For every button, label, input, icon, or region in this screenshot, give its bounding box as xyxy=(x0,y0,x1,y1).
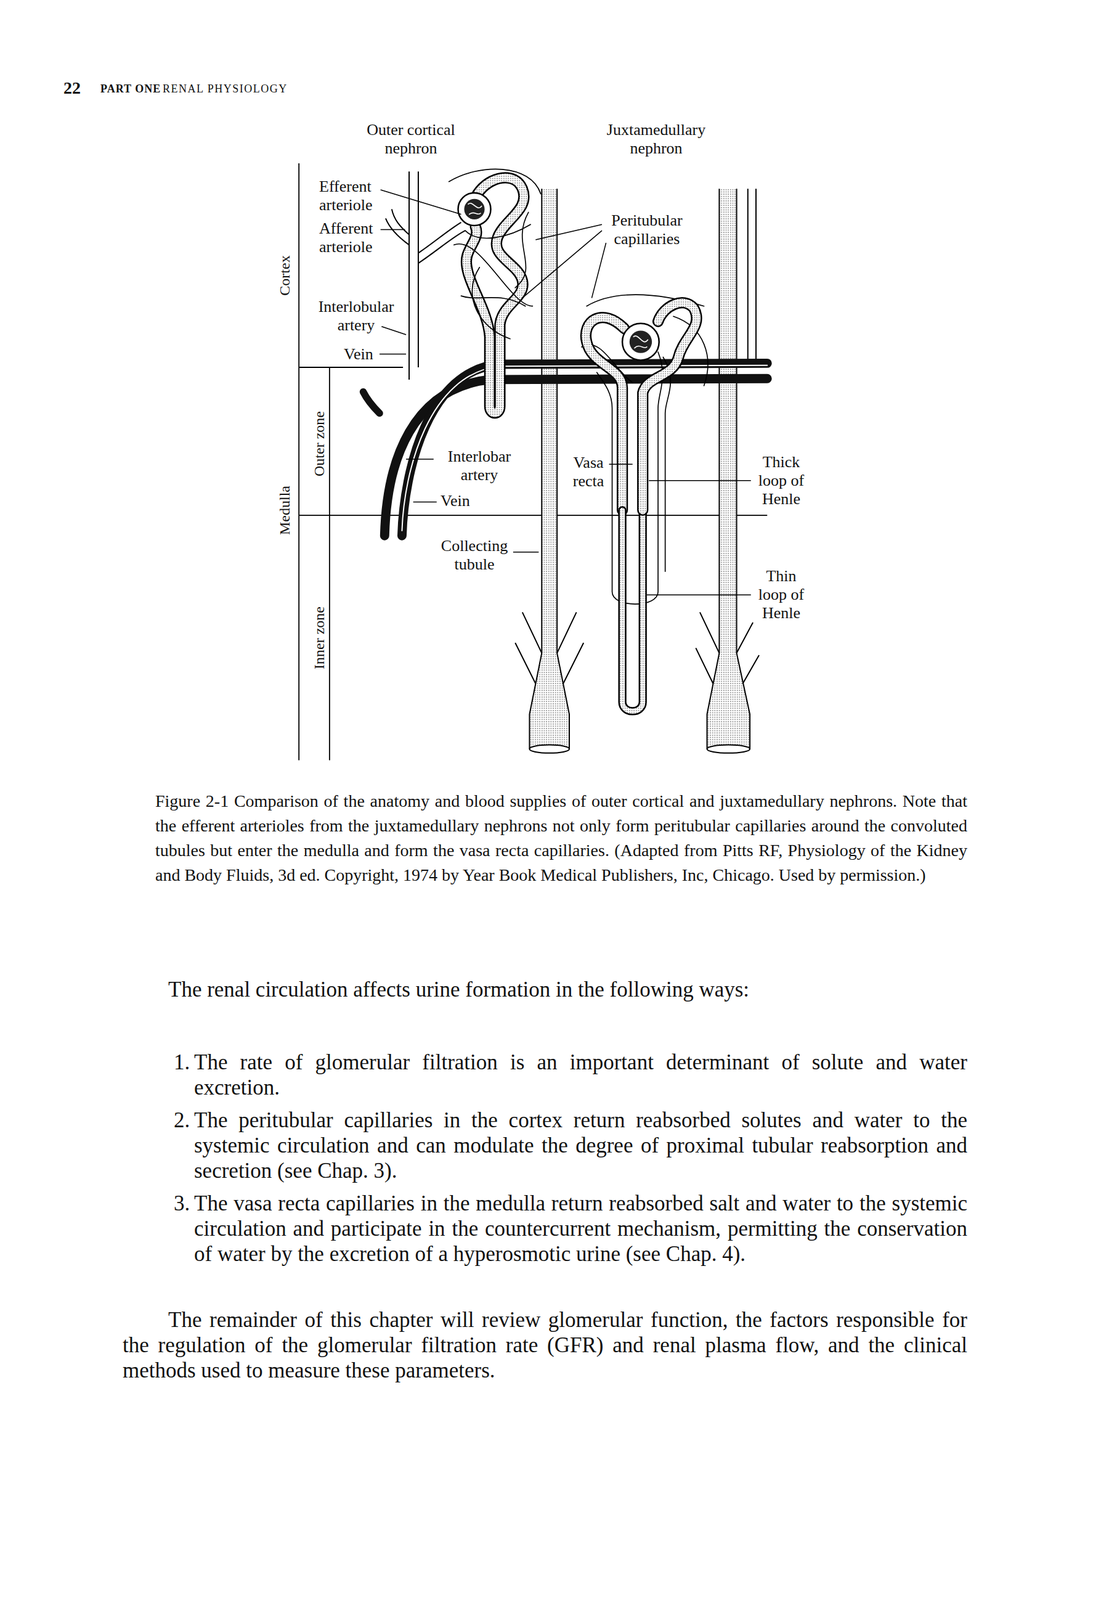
collecting-tubules xyxy=(515,188,760,753)
figure-caption: Figure 2-1 Comparison of the anatomy and… xyxy=(155,788,968,888)
zone-axes xyxy=(298,163,768,761)
figure-label: Collecting tubule xyxy=(431,536,518,574)
axis-label: Inner zone xyxy=(311,606,327,670)
body-text: The remainder of this chapter will revie… xyxy=(122,1306,968,1383)
figure-label: Vein xyxy=(343,345,374,364)
list-item: The vasa recta capillaries in the medull… xyxy=(194,1190,968,1267)
body-text: The renal circulation affects urine form… xyxy=(168,976,750,1002)
figure-label: Interlobar artery xyxy=(436,447,523,485)
figure-label: Juxtamedullary nephron xyxy=(588,120,724,158)
list-item: The peritubular capillaries in the corte… xyxy=(194,1107,968,1183)
outer-cortical-nephron xyxy=(449,168,541,413)
list-number: 1. xyxy=(173,1049,190,1075)
list-number: 2. xyxy=(173,1107,190,1133)
arcuate-interlobar-vessels xyxy=(363,362,768,536)
figure-label: Efferent arteriole xyxy=(319,177,406,215)
figure-label: Peritubular capillaries xyxy=(597,211,697,249)
running-head: RENAL PHYSIOLOGY xyxy=(162,82,288,96)
figure-label: Outer cortical nephron xyxy=(343,120,479,158)
running-head: PART ONE xyxy=(100,82,161,96)
page-number: 22 xyxy=(63,77,81,98)
leader-lines xyxy=(379,189,752,595)
figure-label: Thin loop of Henle xyxy=(752,566,810,623)
axis-label: Cortex xyxy=(277,255,293,296)
list-item: The rate of glomerular filtration is an … xyxy=(194,1049,968,1100)
figure-label: Vasa recta xyxy=(563,453,614,491)
figure-label: Thick loop of Henle xyxy=(752,452,810,509)
interlobular-vessels xyxy=(385,171,466,380)
figure-label: Afferent arteriole xyxy=(319,219,406,257)
axis-label: Medulla xyxy=(277,485,293,535)
axis-label: Outer zone xyxy=(311,410,327,477)
list-number: 3. xyxy=(173,1190,190,1216)
figure-label: Vein xyxy=(440,491,471,511)
juxtamedullary-nephron xyxy=(581,294,708,711)
figure-label: Interlobular artery xyxy=(309,297,403,335)
